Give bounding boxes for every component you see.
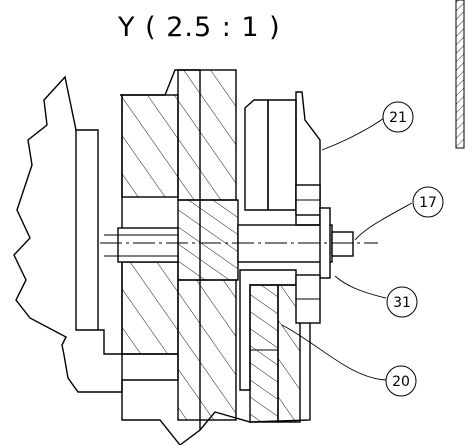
balloon-31: 31: [386, 286, 418, 318]
balloon-17: 17: [412, 186, 444, 218]
balloon-21: 21: [382, 101, 414, 133]
shaft: [104, 199, 354, 281]
edge-hatch-strip: [455, 0, 465, 149]
leader-lines: [281, 117, 413, 381]
left-break-part: [13, 75, 179, 393]
balloon-20: 20: [385, 365, 417, 397]
lower-housing: [199, 323, 311, 431]
balloon-17-label: 17: [419, 195, 437, 211]
view-title: Y ( 2.5 : 1 ): [118, 12, 281, 43]
balloon-20-label: 20: [392, 374, 410, 390]
balloon-21-label: 21: [389, 110, 407, 126]
balloon-31-label: 31: [393, 295, 411, 311]
lower-bushing: [239, 269, 321, 423]
